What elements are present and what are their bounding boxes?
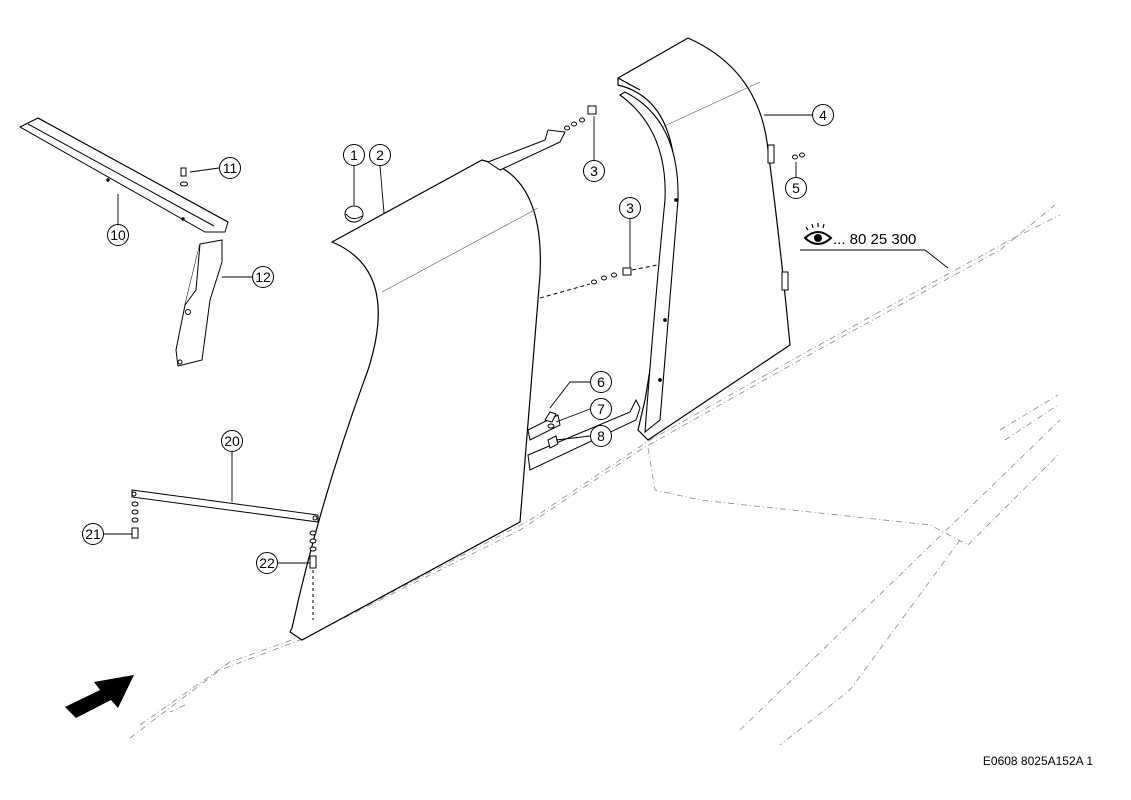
parts-6-7-8-fittings — [544, 411, 559, 449]
callout-11: 11 — [219, 157, 241, 179]
eye-icon — [803, 223, 833, 245]
part-10-bracket — [18, 117, 229, 233]
callout-2: 2 — [369, 144, 391, 166]
svg-text:8: 8 — [597, 428, 605, 444]
svg-text:22: 22 — [259, 555, 275, 571]
machine-outline — [129, 204, 1061, 746]
callout-6: 6 — [590, 371, 612, 393]
part-1-cap — [344, 205, 364, 223]
part-20-rod — [131, 489, 319, 523]
drawing-code: E0608 8025A152A 1 — [982, 754, 1093, 768]
arrow-icon — [65, 675, 134, 718]
svg-text:11: 11 — [223, 160, 238, 176]
callout-20: 20 — [221, 430, 243, 452]
part-21-bolt — [131, 501, 139, 539]
svg-text:21: 21 — [85, 526, 101, 542]
part-5-fasteners — [792, 152, 805, 160]
callout-5: 5 — [785, 177, 807, 199]
svg-text:2: 2 — [376, 147, 384, 163]
part-12-bracket — [175, 239, 223, 367]
callout-22: 22 — [256, 552, 278, 574]
part-2-front-panel — [289, 159, 541, 641]
part-3-middle-fasteners — [539, 261, 673, 299]
svg-text:3: 3 — [626, 200, 634, 216]
svg-text:6: 6 — [597, 374, 605, 390]
upper-strut — [486, 129, 566, 171]
part-11-screw — [180, 167, 188, 187]
svg-text:1: 1 — [350, 147, 358, 163]
reference-text: ... 80 25 300 — [833, 231, 916, 248]
callout-21: 21 — [82, 523, 104, 545]
svg-text:20: 20 — [224, 433, 240, 449]
callout-3-middle: 3 — [619, 197, 641, 219]
part-22-bolt — [309, 530, 317, 620]
svg-text:7: 7 — [597, 401, 605, 417]
svg-text:5: 5 — [792, 180, 800, 196]
callout-3-upper: 3 — [583, 160, 605, 182]
callout-8: 8 — [590, 425, 612, 447]
middle-panel — [619, 91, 679, 434]
callout-10: 10 — [107, 224, 129, 246]
svg-text:4: 4 — [819, 107, 827, 123]
callout-12: 12 — [252, 266, 274, 288]
part-3-upper-fasteners — [564, 105, 597, 131]
callout-1: 1 — [343, 144, 365, 166]
panel-4-hinges — [767, 144, 789, 291]
callout-7: 7 — [590, 398, 612, 420]
leader-lines — [104, 114, 812, 564]
callout-4: 4 — [812, 104, 834, 126]
cross-reference: ... 80 25 300 — [800, 223, 949, 269]
svg-text:10: 10 — [110, 227, 126, 243]
svg-text:12: 12 — [255, 269, 271, 285]
lower-strut — [527, 398, 641, 471]
svg-text:3: 3 — [590, 163, 598, 179]
